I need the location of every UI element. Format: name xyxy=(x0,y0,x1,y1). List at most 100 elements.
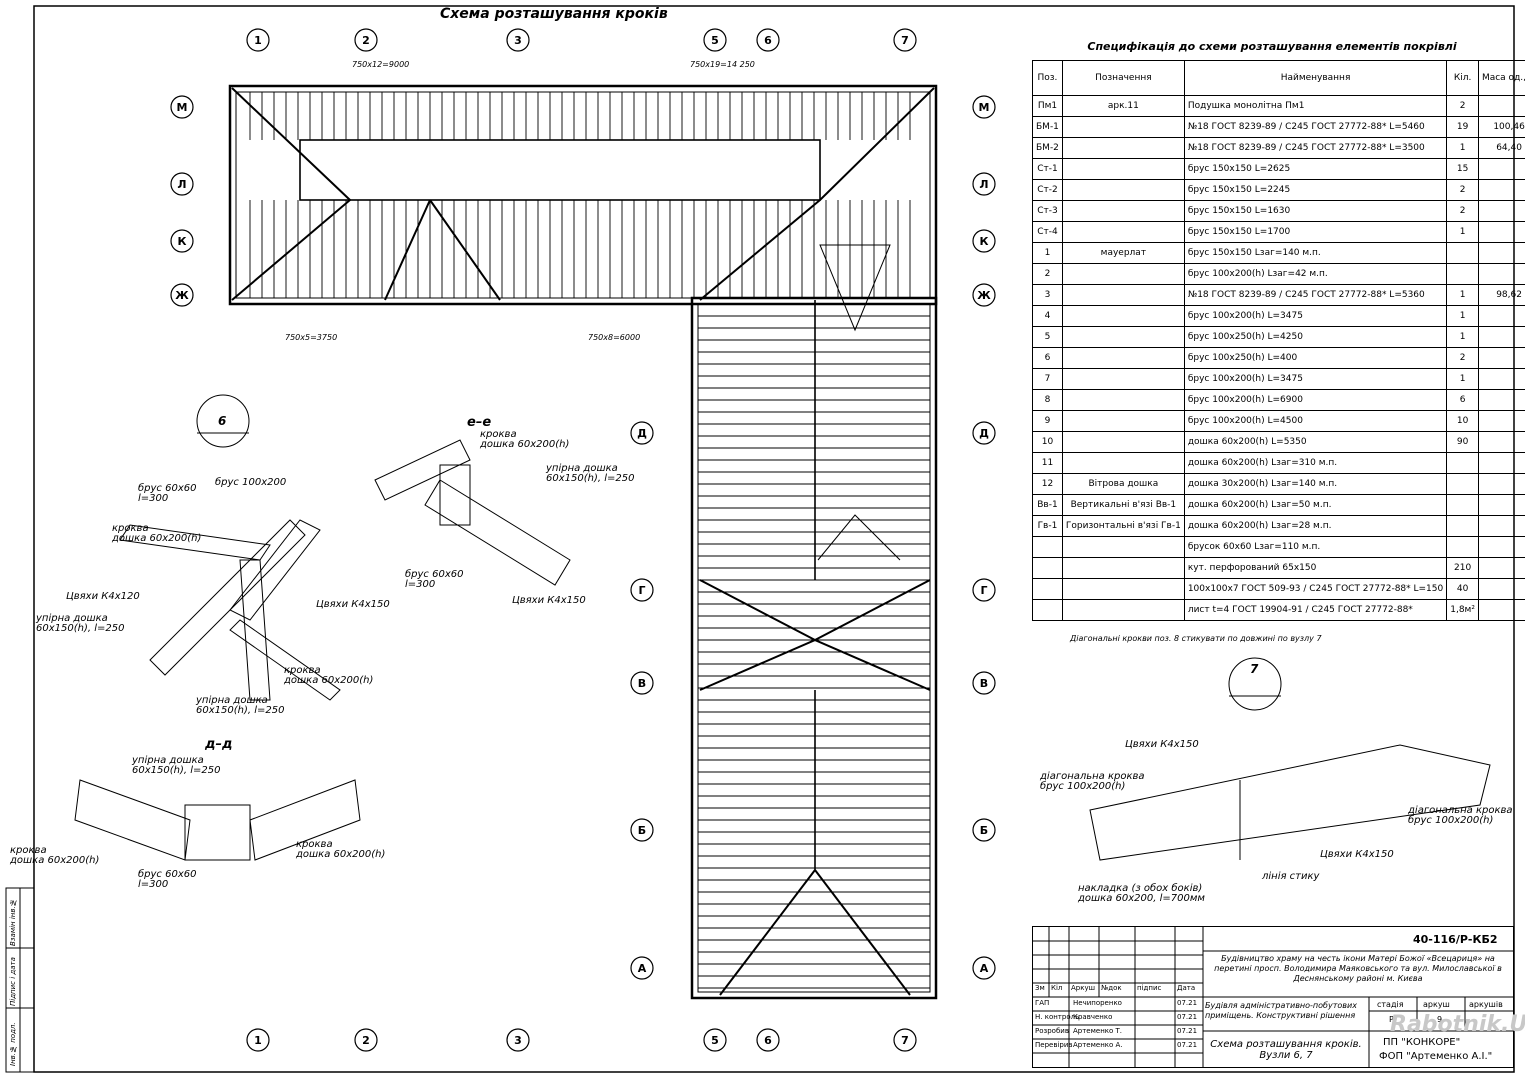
axis-bubble: А xyxy=(972,956,996,980)
axis-label: А xyxy=(980,962,989,975)
stamp-person-field: Артеменко А. xyxy=(1073,1041,1123,1049)
axis-label: Д xyxy=(979,427,989,440)
side-label-2: Підпис і дата xyxy=(9,957,17,1006)
spec-cell xyxy=(1061,389,1185,411)
spec-cell: Вітрова дошка xyxy=(1061,473,1185,495)
stamp-person-field: 07.21 xyxy=(1177,999,1198,1007)
spec-note: Діагональні крокви поз. 8 стикувати по д… xyxy=(1070,634,1322,643)
axis-label: 7 xyxy=(901,1034,909,1047)
spec-cell xyxy=(1477,242,1525,264)
axis-bubble: Б xyxy=(630,818,654,842)
title-block-grid xyxy=(1033,927,1513,1067)
dim-top-2: 750x19=14 250 xyxy=(690,60,755,69)
axis-label: 1 xyxy=(254,1034,262,1047)
spec-cell: Ст-1 xyxy=(1032,158,1063,180)
stamp-col-head: Дата xyxy=(1177,984,1196,992)
spec-cell xyxy=(1477,158,1525,180)
spec-cell: Подушка монолітна Пм1 xyxy=(1183,95,1448,117)
spec-cell: брус 150x150 L=2245 xyxy=(1183,179,1448,201)
spec-cell: 3 xyxy=(1032,284,1063,306)
stamp-person-field: Кравченко xyxy=(1073,1013,1113,1021)
spec-cell xyxy=(1477,473,1525,495)
spec-cell: брус 100x250(h) L=4250 xyxy=(1183,326,1448,348)
spec-cell xyxy=(1477,494,1525,516)
spec-cell xyxy=(1477,347,1525,369)
stamp-col-head: №док xyxy=(1101,984,1122,992)
spec-cell xyxy=(1477,263,1525,285)
axis-bubble: 1 xyxy=(246,28,270,52)
stamp-col-head: підпис xyxy=(1137,984,1162,992)
axis-label: 2 xyxy=(362,1034,370,1047)
spec-cell: брус 100x200(h) Lзаг=42 м.п. xyxy=(1183,263,1448,285)
spec-row: 100x100x7 ГОСТ 509-93 / С245 ГОСТ 27772-… xyxy=(1032,578,1525,600)
spec-cell: 1 xyxy=(1446,305,1479,327)
spec-cell xyxy=(1477,452,1525,474)
firm-2: ФОП "Артеменко А.І." xyxy=(1379,1051,1493,1062)
stamp-person-field: ГАП xyxy=(1035,999,1050,1007)
spec-cell xyxy=(1477,536,1525,558)
axis-bubble: К xyxy=(972,229,996,253)
spec-cell: Пм1 xyxy=(1032,95,1063,117)
spec-cell xyxy=(1061,305,1185,327)
spec-cell: 1 xyxy=(1446,284,1479,306)
label-cvyahy-150: Цвяхи К4х150 xyxy=(316,599,390,610)
node-6-detail xyxy=(119,394,341,701)
spec-cell: брус 100x250(h) L=400 xyxy=(1183,347,1448,369)
spec-cell: брус 100x200(h) L=3475 xyxy=(1183,368,1448,390)
spec-cell: брус 150x150 L=1700 xyxy=(1183,221,1448,243)
axis-label: Л xyxy=(177,178,186,191)
spec-cell: 210 xyxy=(1446,557,1479,579)
spec-cell xyxy=(1032,536,1063,558)
stage-value: Р xyxy=(1389,1015,1394,1024)
dim-bottom: 750x5=3750 xyxy=(285,333,338,342)
spec-cell xyxy=(1446,263,1479,285)
spec-cell: Горизонтальні в'язі Гв-1 xyxy=(1061,515,1185,537)
section-e-label: е–е xyxy=(467,415,492,430)
spec-cell xyxy=(1477,599,1525,621)
axis-bubble: М xyxy=(972,95,996,119)
dim-bottom-2: 750x8=6000 xyxy=(588,333,641,342)
axis-label: Г xyxy=(638,584,645,597)
spec-header-3: Кіл. xyxy=(1446,60,1479,96)
spec-cell xyxy=(1061,263,1185,285)
spec-cell: Ст-3 xyxy=(1032,200,1063,222)
axis-bubble: Б xyxy=(972,818,996,842)
spec-cell: брус 100x200(h) L=4500 xyxy=(1183,410,1448,432)
axis-bubble: 1 xyxy=(246,1028,270,1052)
stage-header: стадія xyxy=(1377,1000,1404,1009)
spec-cell xyxy=(1061,347,1185,369)
node-6-label: 6 xyxy=(218,414,227,428)
stamp-person-field: 07.21 xyxy=(1177,1013,1198,1021)
stamp-person-field: Н. контроль xyxy=(1035,1013,1080,1021)
spec-cell xyxy=(1032,557,1063,579)
axis-label: К xyxy=(980,235,989,248)
spec-cell: брус 150x150 L=2625 xyxy=(1183,158,1448,180)
stamp-person-field: Артеменко Т. xyxy=(1073,1027,1123,1035)
axis-label: К xyxy=(178,235,187,248)
spec-title: Специфікація до схеми розташування елеме… xyxy=(1087,40,1457,53)
axis-bubble: Ж xyxy=(972,283,996,307)
dim-top: 750x12=9000 xyxy=(352,60,410,69)
axis-label: Б xyxy=(980,824,988,837)
spec-cell xyxy=(1061,158,1185,180)
axis-bubble: Г xyxy=(630,578,654,602)
axis-label: 6 xyxy=(764,1034,772,1047)
spec-cell xyxy=(1061,410,1185,432)
building-name: Будівля адміністративно-побутових приміщ… xyxy=(1205,1001,1357,1020)
spec-cell xyxy=(1477,578,1525,600)
side-label-1: Взамін інв.№ xyxy=(9,898,17,946)
axis-bubble: 5 xyxy=(703,1028,727,1052)
spec-cell xyxy=(1477,515,1525,537)
spec-cell: 1 xyxy=(1446,221,1479,243)
